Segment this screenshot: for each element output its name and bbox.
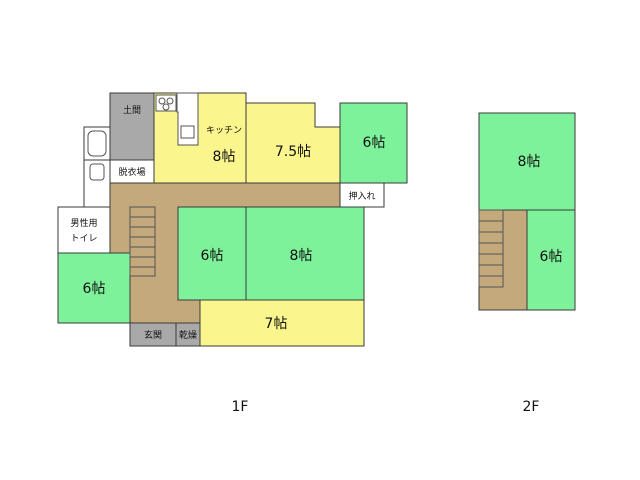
room-8-tatami-center-label: 8帖 — [290, 248, 313, 264]
bathtub-icon — [87, 130, 107, 157]
floor-1-plan: 土間 脱衣場 男性用 トイレ 6帖 キッチン 8帖 7.5帖 6帖 — [57, 92, 408, 415]
kanso-label: 乾燥 — [179, 329, 197, 341]
sink-icon — [180, 125, 195, 139]
oshiire-closet — [339, 182, 385, 208]
floor-1-label: 1F — [232, 399, 249, 415]
doma-label: 土間 — [123, 104, 141, 116]
room-7-5-tatami — [245, 102, 341, 184]
genkan-label: 玄関 — [144, 329, 162, 341]
room-6-tatami-northeast-label: 6帖 — [363, 135, 386, 151]
room-6-tatami-west — [57, 252, 131, 324]
room-6-tatami-2f — [526, 209, 576, 311]
room-6-tatami-west-label: 6帖 — [83, 281, 106, 297]
burner-icon — [166, 97, 174, 105]
room-6-tatami-center — [177, 206, 247, 301]
kitchen-size-label: 8帖 — [213, 149, 236, 165]
room-8-tatami-2f — [478, 112, 576, 211]
stove-icon — [155, 94, 177, 112]
burner-icon — [162, 103, 170, 111]
room-6-tatami-2f-label: 6帖 — [540, 249, 563, 265]
toilet-label-line1: 男性用 — [70, 217, 97, 229]
floor-2-plan: 8帖 6帖 2F — [478, 112, 576, 415]
burner-icon — [158, 97, 166, 105]
room-7-5-tatami-label: 7.5帖 — [275, 144, 311, 160]
room-7-tatami-south — [199, 299, 365, 347]
staircase-1f — [129, 206, 156, 277]
kanso-room — [175, 322, 201, 347]
room-6-tatami-center-label: 6帖 — [201, 248, 224, 264]
toilet-label-line2: トイレ — [70, 234, 97, 244]
doma-room — [109, 92, 155, 161]
room-8-tatami-center — [245, 206, 365, 301]
toilet-room — [57, 206, 111, 254]
washbasin-icon — [89, 163, 105, 181]
oshiire-label: 押入れ — [348, 190, 375, 202]
staircase-2f — [478, 209, 504, 288]
kitchen-title-label: キッチン — [206, 125, 242, 136]
room-8-tatami-2f-label: 8帖 — [518, 154, 541, 170]
room-7-tatami-south-label: 7帖 — [265, 316, 288, 332]
floor-2-label: 2F — [523, 399, 540, 415]
room-6-tatami-northeast — [339, 102, 408, 184]
datsuijo-label: 脱衣場 — [118, 166, 145, 178]
